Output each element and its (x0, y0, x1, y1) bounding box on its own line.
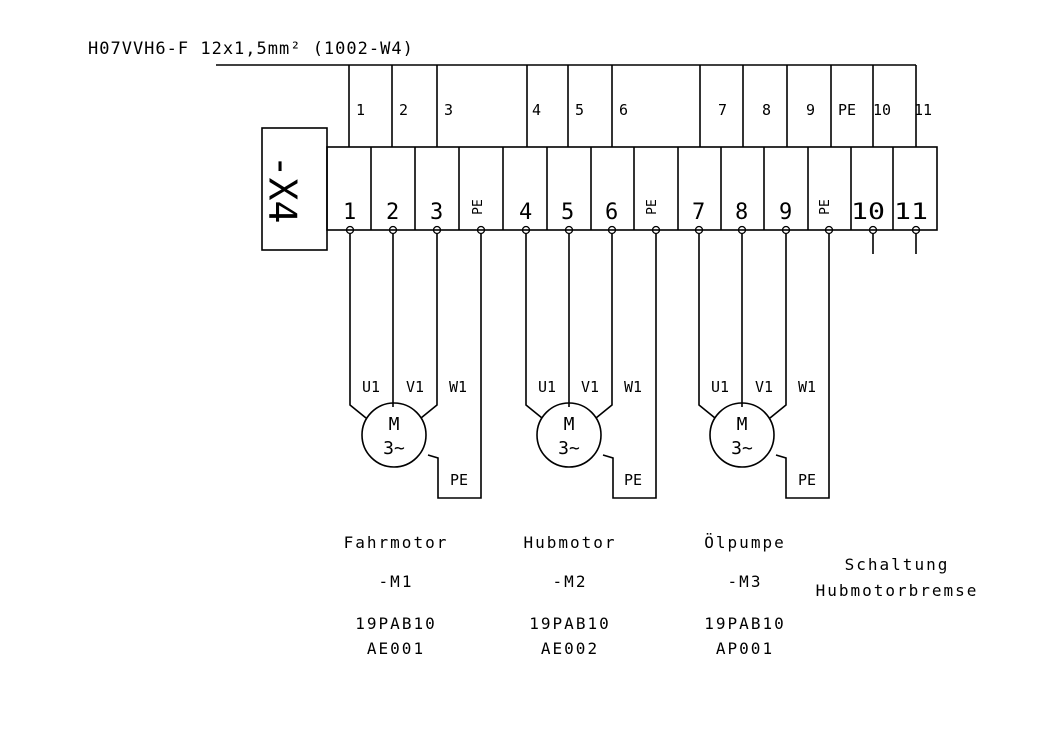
brake-label-line1: Schaltung (845, 555, 950, 574)
cable-wire-6: 6 (619, 101, 628, 119)
motor-m3-pe: PE (798, 471, 816, 489)
motor-m2-w1: W1 (624, 378, 642, 396)
terminal-pe-1: PE (471, 199, 486, 215)
cable-wire-8: 8 (762, 101, 771, 119)
connector-label: -X4 (261, 155, 305, 224)
motor-m3-v1: V1 (755, 378, 773, 396)
motor-m3-symbol (709, 402, 775, 468)
cable-wire-3: 3 (444, 101, 453, 119)
terminal-7: 7 (692, 200, 705, 225)
terminal-2: 2 (386, 200, 399, 225)
motor-m1-letter: M (389, 414, 400, 435)
terminal-3: 3 (430, 200, 443, 225)
motor-m1-pe: PE (450, 471, 468, 489)
cable-wire-boxes: 1 2 3 4 5 6 7 8 9 PE 10 11 (348, 65, 932, 147)
motor-m2-letter: M (564, 414, 575, 435)
brake-label-line2: Hubmotorbremse (816, 581, 979, 600)
motor-m1-name: Fahrmotor (344, 533, 449, 552)
motor-m1-phase: 3~ (383, 438, 405, 459)
terminal-11: 11 (894, 200, 928, 225)
motor-m1-code: AE001 (367, 639, 425, 658)
cable-wire-pe: PE (838, 101, 856, 119)
terminal-5: 5 (561, 200, 574, 225)
terminal-pe-2: PE (645, 199, 660, 215)
cable-wire-1: 1 (356, 101, 365, 119)
motor-m1-wiring (349, 234, 482, 499)
motor-m3-phase: 3~ (731, 438, 753, 459)
motor-m1-w1: W1 (449, 378, 467, 396)
motor-m2-symbol (536, 402, 602, 468)
terminal-4: 4 (519, 200, 532, 225)
motor-m2-v1: V1 (581, 378, 599, 396)
motor-m1-v1: V1 (406, 378, 424, 396)
motor-m1-tag: -M1 (379, 572, 414, 591)
cable-wire-7: 7 (718, 101, 727, 119)
motor-m1-part: 19PAB10 (355, 614, 436, 633)
cable-wire-4: 4 (532, 101, 541, 119)
motor-m1-u1: U1 (362, 378, 380, 396)
terminal-10: 10 (851, 200, 885, 225)
terminal-pe-3: PE (818, 199, 833, 215)
cable-wire-5: 5 (575, 101, 584, 119)
motor-m2-phase: 3~ (558, 438, 580, 459)
motor-m3-tag: -M3 (728, 572, 763, 591)
terminal-1: 1 (343, 200, 356, 225)
motor-m2-part: 19PAB10 (529, 614, 610, 633)
cable-wire-9: 9 (806, 101, 815, 119)
cable-wire-10: 10 (873, 101, 891, 119)
motor-m3-name: Ölpumpe (704, 533, 785, 552)
motor-m2-u1: U1 (538, 378, 556, 396)
terminal-strip (326, 146, 938, 231)
terminal-6: 6 (605, 200, 618, 225)
motor-m2-code: AE002 (541, 639, 599, 658)
motor-m3-part: 19PAB10 (704, 614, 785, 633)
motor-m2-pe: PE (624, 471, 642, 489)
motor-m2-wiring (525, 234, 657, 499)
terminal-8: 8 (735, 200, 748, 225)
terminal-connection-points (345, 225, 921, 235)
cable-label: H07VVH6-F 12x1,5mm² (1002-W4) (88, 39, 414, 59)
cable-wire-11: 11 (914, 101, 932, 119)
motor-m3-wiring (698, 234, 830, 499)
cable-wire-2: 2 (399, 101, 408, 119)
motor-m1-symbol (361, 402, 427, 468)
motor-m2-tag: -M2 (553, 572, 588, 591)
motor-m3-u1: U1 (711, 378, 729, 396)
motor-m3-code: AP001 (716, 639, 774, 658)
motor-m2-name: Hubmotor (523, 533, 616, 552)
motor-m3-letter: M (737, 414, 748, 435)
motor-m3-w1: W1 (798, 378, 816, 396)
terminal-9: 9 (779, 200, 792, 225)
